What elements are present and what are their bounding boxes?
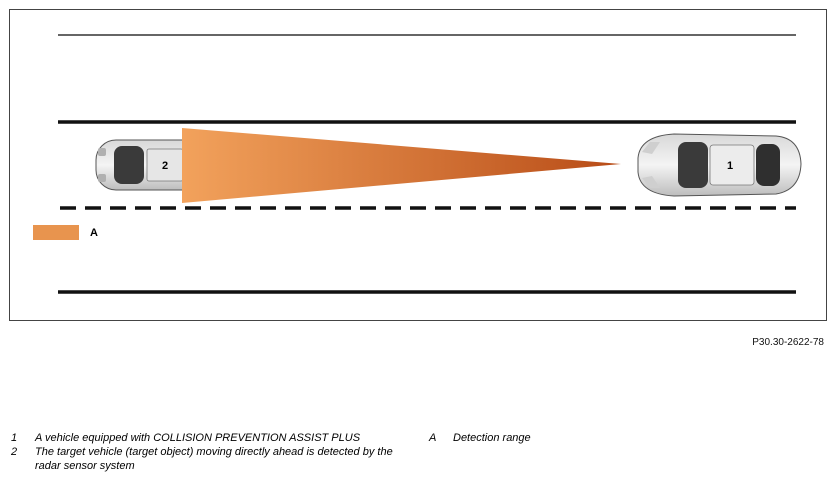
detection-range-cone — [182, 128, 621, 203]
road-diagram-canvas: 2 1 A — [33, 34, 802, 294]
legend-item-1-key: 1 — [11, 432, 18, 444]
road-diagram: 2 1 A — [9, 9, 827, 321]
range-key-label: A — [90, 227, 98, 239]
vehicle-2-label: 2 — [162, 160, 168, 172]
legend-item-2-key: 2 — [11, 446, 18, 458]
equipped-vehicle-1: 1 — [637, 133, 802, 197]
range-key-swatch — [33, 225, 79, 240]
legend-item-1: 1 A vehicle equipped with COLLISION PREV… — [11, 431, 411, 445]
legend-item-a-key: A — [429, 432, 437, 444]
legend-item-a: A Detection range — [429, 431, 629, 445]
legend-range: A Detection range — [429, 431, 629, 445]
vehicle-1-label: 1 — [727, 160, 733, 172]
legend-item-1-text: A vehicle equipped with COLLISION PREVEN… — [35, 432, 361, 444]
legend-item-a-text: Detection range — [453, 432, 531, 444]
legend-vehicles: 1 A vehicle equipped with COLLISION PREV… — [11, 431, 411, 473]
figure-code: P30.30-2622-78 — [752, 337, 824, 348]
legend-item-2-text: The target vehicle (target object) movin… — [35, 446, 393, 472]
legend-item-2: 2 The target vehicle (target object) mov… — [11, 445, 411, 473]
